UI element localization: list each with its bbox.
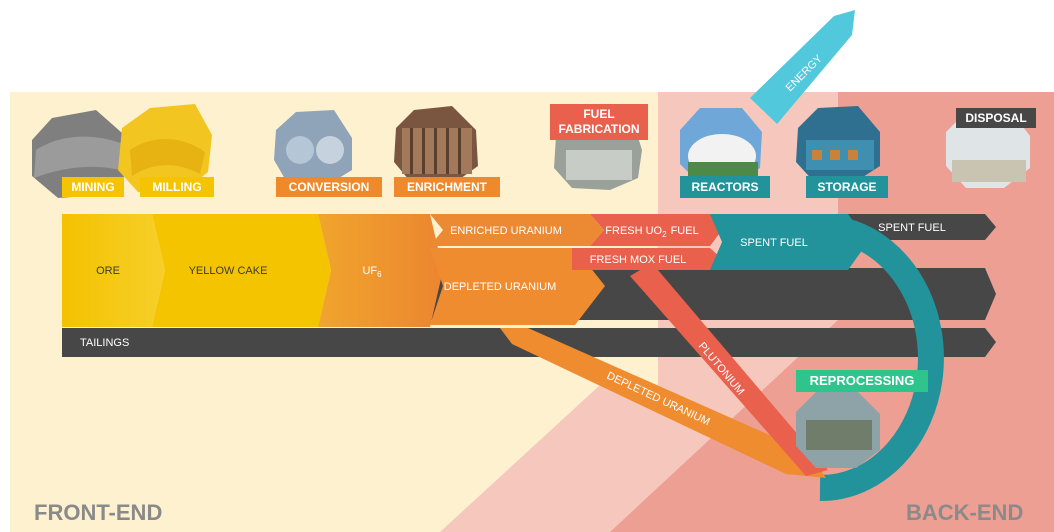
conversion-label: CONVERSION <box>276 177 382 197</box>
fresh-uo2-fuel-label: FRESH UO2 FUEL <box>605 225 698 239</box>
uf6-segment <box>318 214 443 327</box>
fresh-uo2-fuel-arrow <box>590 214 722 246</box>
fresh-uo2-b: FUEL <box>671 225 699 237</box>
conversion-photo <box>274 110 352 186</box>
reprocessing-photo <box>796 390 880 468</box>
milling-label: MILLING <box>140 177 214 197</box>
fuel-fabrication-label: FUEL FABRICATION <box>550 104 648 140</box>
uf6-subscript: 6 <box>377 270 382 279</box>
fresh-mox-fuel-label: FRESH MOX FUEL <box>590 254 687 266</box>
enrichment-photo <box>394 106 478 186</box>
fresh-uo2-sub: 2 <box>662 230 667 239</box>
disposal-label: DISPOSAL <box>956 108 1036 128</box>
reprocessing-loop <box>819 219 944 502</box>
yellow-cake-label: YELLOW CAKE <box>189 265 268 277</box>
fresh-uo2-a: FRESH UO <box>605 225 662 237</box>
ore-segment <box>62 214 165 327</box>
spent-fuel-label-1: SPENT FUEL <box>740 237 808 249</box>
storage-photo <box>796 106 880 184</box>
front-end-title: FRONT-END <box>34 500 163 525</box>
mining-photo <box>32 110 130 198</box>
reactors-label: REACTORS <box>680 176 770 198</box>
disposal-photo <box>946 110 1030 188</box>
reactors-photo <box>680 108 762 184</box>
ore-label: ORE <box>96 265 120 277</box>
depleted-uranium-arrow <box>430 248 605 325</box>
enrichment-label: ENRICHMENT <box>394 177 500 197</box>
plutonium-arrow <box>630 263 828 476</box>
yellow-cake-segment <box>152 214 331 327</box>
enriched-uranium-label: ENRICHED URANIUM <box>450 225 562 237</box>
spent-fuel-label-2: SPENT FUEL <box>878 222 946 234</box>
back-end-title: BACK-END <box>906 500 1024 525</box>
energy-arrow <box>750 10 855 124</box>
storage-label: STORAGE <box>806 176 888 198</box>
uf6-main: UF <box>362 265 377 277</box>
depleted-uranium-label: DEPLETED URANIUM <box>444 281 556 293</box>
reprocessing-label: REPROCESSING <box>796 370 928 392</box>
spent-fuel-arrow <box>710 214 868 270</box>
fresh-mox-fuel-arrow <box>572 248 722 270</box>
mining-label: MINING <box>62 177 124 197</box>
back-end-background-dark <box>610 92 1054 532</box>
milling-photo <box>118 104 212 196</box>
tailings-label: TAILINGS <box>80 337 129 349</box>
depleted-uranium-return-arrow <box>500 328 826 478</box>
uf6-label: UF6 <box>362 265 382 279</box>
enriched-uranium-arrow <box>430 214 604 246</box>
